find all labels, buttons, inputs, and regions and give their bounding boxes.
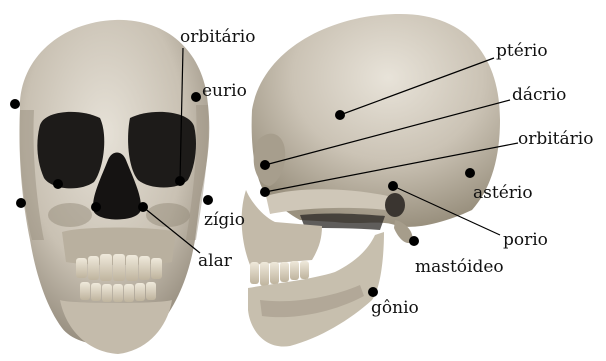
front-left-alar-point bbox=[91, 202, 101, 212]
mastoideo-label: mastóideo bbox=[415, 257, 504, 277]
pterio-label: ptério bbox=[496, 41, 548, 61]
front-mandible bbox=[60, 300, 172, 354]
porio-label: porio bbox=[503, 230, 548, 250]
alar-label: alar bbox=[198, 251, 233, 271]
zigio-label: zígio bbox=[204, 210, 245, 230]
front-left-orbit bbox=[37, 112, 104, 189]
gonio-label: gônio bbox=[371, 298, 419, 318]
mastoideo-point bbox=[409, 236, 419, 246]
dacrio-label: dácrio bbox=[512, 85, 566, 105]
orbitario-side-label: orbitário bbox=[518, 129, 593, 149]
front-left-orbitario-point bbox=[53, 179, 63, 189]
side-ear-opening bbox=[385, 193, 405, 217]
eurio-label: eurio bbox=[202, 81, 247, 101]
orbitario-front-label: orbitário bbox=[180, 27, 255, 47]
front-left-eurio-point bbox=[10, 99, 20, 109]
asterio-point bbox=[465, 168, 475, 178]
front-eurio-point bbox=[191, 92, 201, 102]
front-zigio-point bbox=[203, 195, 213, 205]
asterio-label: astério bbox=[473, 183, 533, 203]
front-lower-teeth bbox=[80, 282, 156, 302]
gonio-point bbox=[368, 287, 378, 297]
front-left-zigio-point bbox=[16, 198, 26, 208]
front-right-orbit bbox=[128, 112, 196, 188]
front-upper-teeth bbox=[76, 254, 162, 281]
lateral-skull bbox=[242, 14, 500, 347]
frontal-skull bbox=[19, 20, 209, 354]
